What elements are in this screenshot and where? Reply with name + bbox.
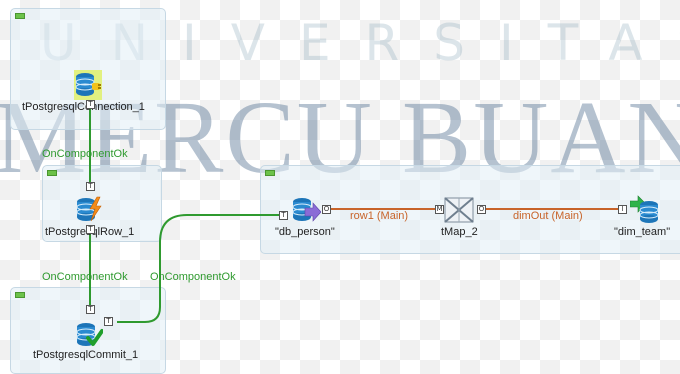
component-label-db-person: "db_person" bbox=[275, 226, 335, 238]
database-icon bbox=[639, 201, 659, 223]
trigger-label-oncomponentok-3[interactable]: OnComponentOk bbox=[150, 271, 236, 283]
database-icon bbox=[75, 73, 95, 96]
trigger-input-port[interactable]: T bbox=[86, 182, 95, 191]
trigger-link-commit-dbperson bbox=[117, 214, 279, 323]
component-tmap[interactable] bbox=[444, 195, 474, 225]
arrow-right-icon bbox=[304, 202, 321, 222]
main-output-port[interactable]: O bbox=[477, 205, 486, 214]
subjob-collapse-button[interactable] bbox=[265, 170, 275, 176]
trigger-label-oncomponentok-1[interactable]: OnComponentOk bbox=[42, 148, 128, 160]
component-tpostgresqlcommit[interactable] bbox=[75, 320, 103, 350]
connection-label-row1-main[interactable]: row1 (Main) bbox=[350, 210, 409, 222]
main-input-port[interactable]: M bbox=[435, 205, 444, 214]
trigger-output-port[interactable]: T bbox=[86, 100, 95, 109]
subjob-collapse-button[interactable] bbox=[15, 13, 25, 19]
tmap-icon bbox=[444, 197, 474, 223]
component-dim-team[interactable] bbox=[630, 195, 660, 225]
plug-icon bbox=[92, 83, 101, 90]
trigger-output-port[interactable]: T bbox=[104, 317, 113, 326]
trigger-label-oncomponentok-2[interactable]: OnComponentOk bbox=[42, 271, 128, 283]
component-label-tpostgresqlconnection: tPostgresqlConnection_1 bbox=[22, 101, 145, 113]
subjob-connection[interactable] bbox=[10, 8, 166, 130]
check-icon bbox=[86, 329, 103, 346]
subjob-collapse-button[interactable] bbox=[47, 170, 57, 176]
subjob-collapse-button[interactable] bbox=[15, 292, 25, 298]
database-icon bbox=[76, 198, 96, 221]
component-tpostgresqlconnection[interactable] bbox=[74, 70, 102, 100]
component-tpostgresqlrow[interactable] bbox=[75, 195, 103, 225]
component-label-tmap: tMap_2 bbox=[441, 226, 478, 238]
lightning-icon bbox=[89, 196, 102, 222]
trigger-input-port[interactable]: T bbox=[279, 211, 288, 220]
trigger-output-port[interactable]: T bbox=[86, 225, 95, 234]
component-label-tpostgresqlcommit: tPostgresqlCommit_1 bbox=[33, 349, 139, 361]
component-label-dim-team: "dim_team" bbox=[614, 226, 671, 238]
component-db-person[interactable] bbox=[291, 195, 321, 225]
main-input-port[interactable]: I bbox=[618, 205, 627, 214]
main-output-port[interactable]: O bbox=[322, 205, 331, 214]
subjob-row[interactable] bbox=[42, 165, 162, 242]
connection-label-dimout-main[interactable]: dimOut (Main) bbox=[513, 210, 583, 222]
trigger-input-port[interactable]: T bbox=[86, 305, 95, 314]
